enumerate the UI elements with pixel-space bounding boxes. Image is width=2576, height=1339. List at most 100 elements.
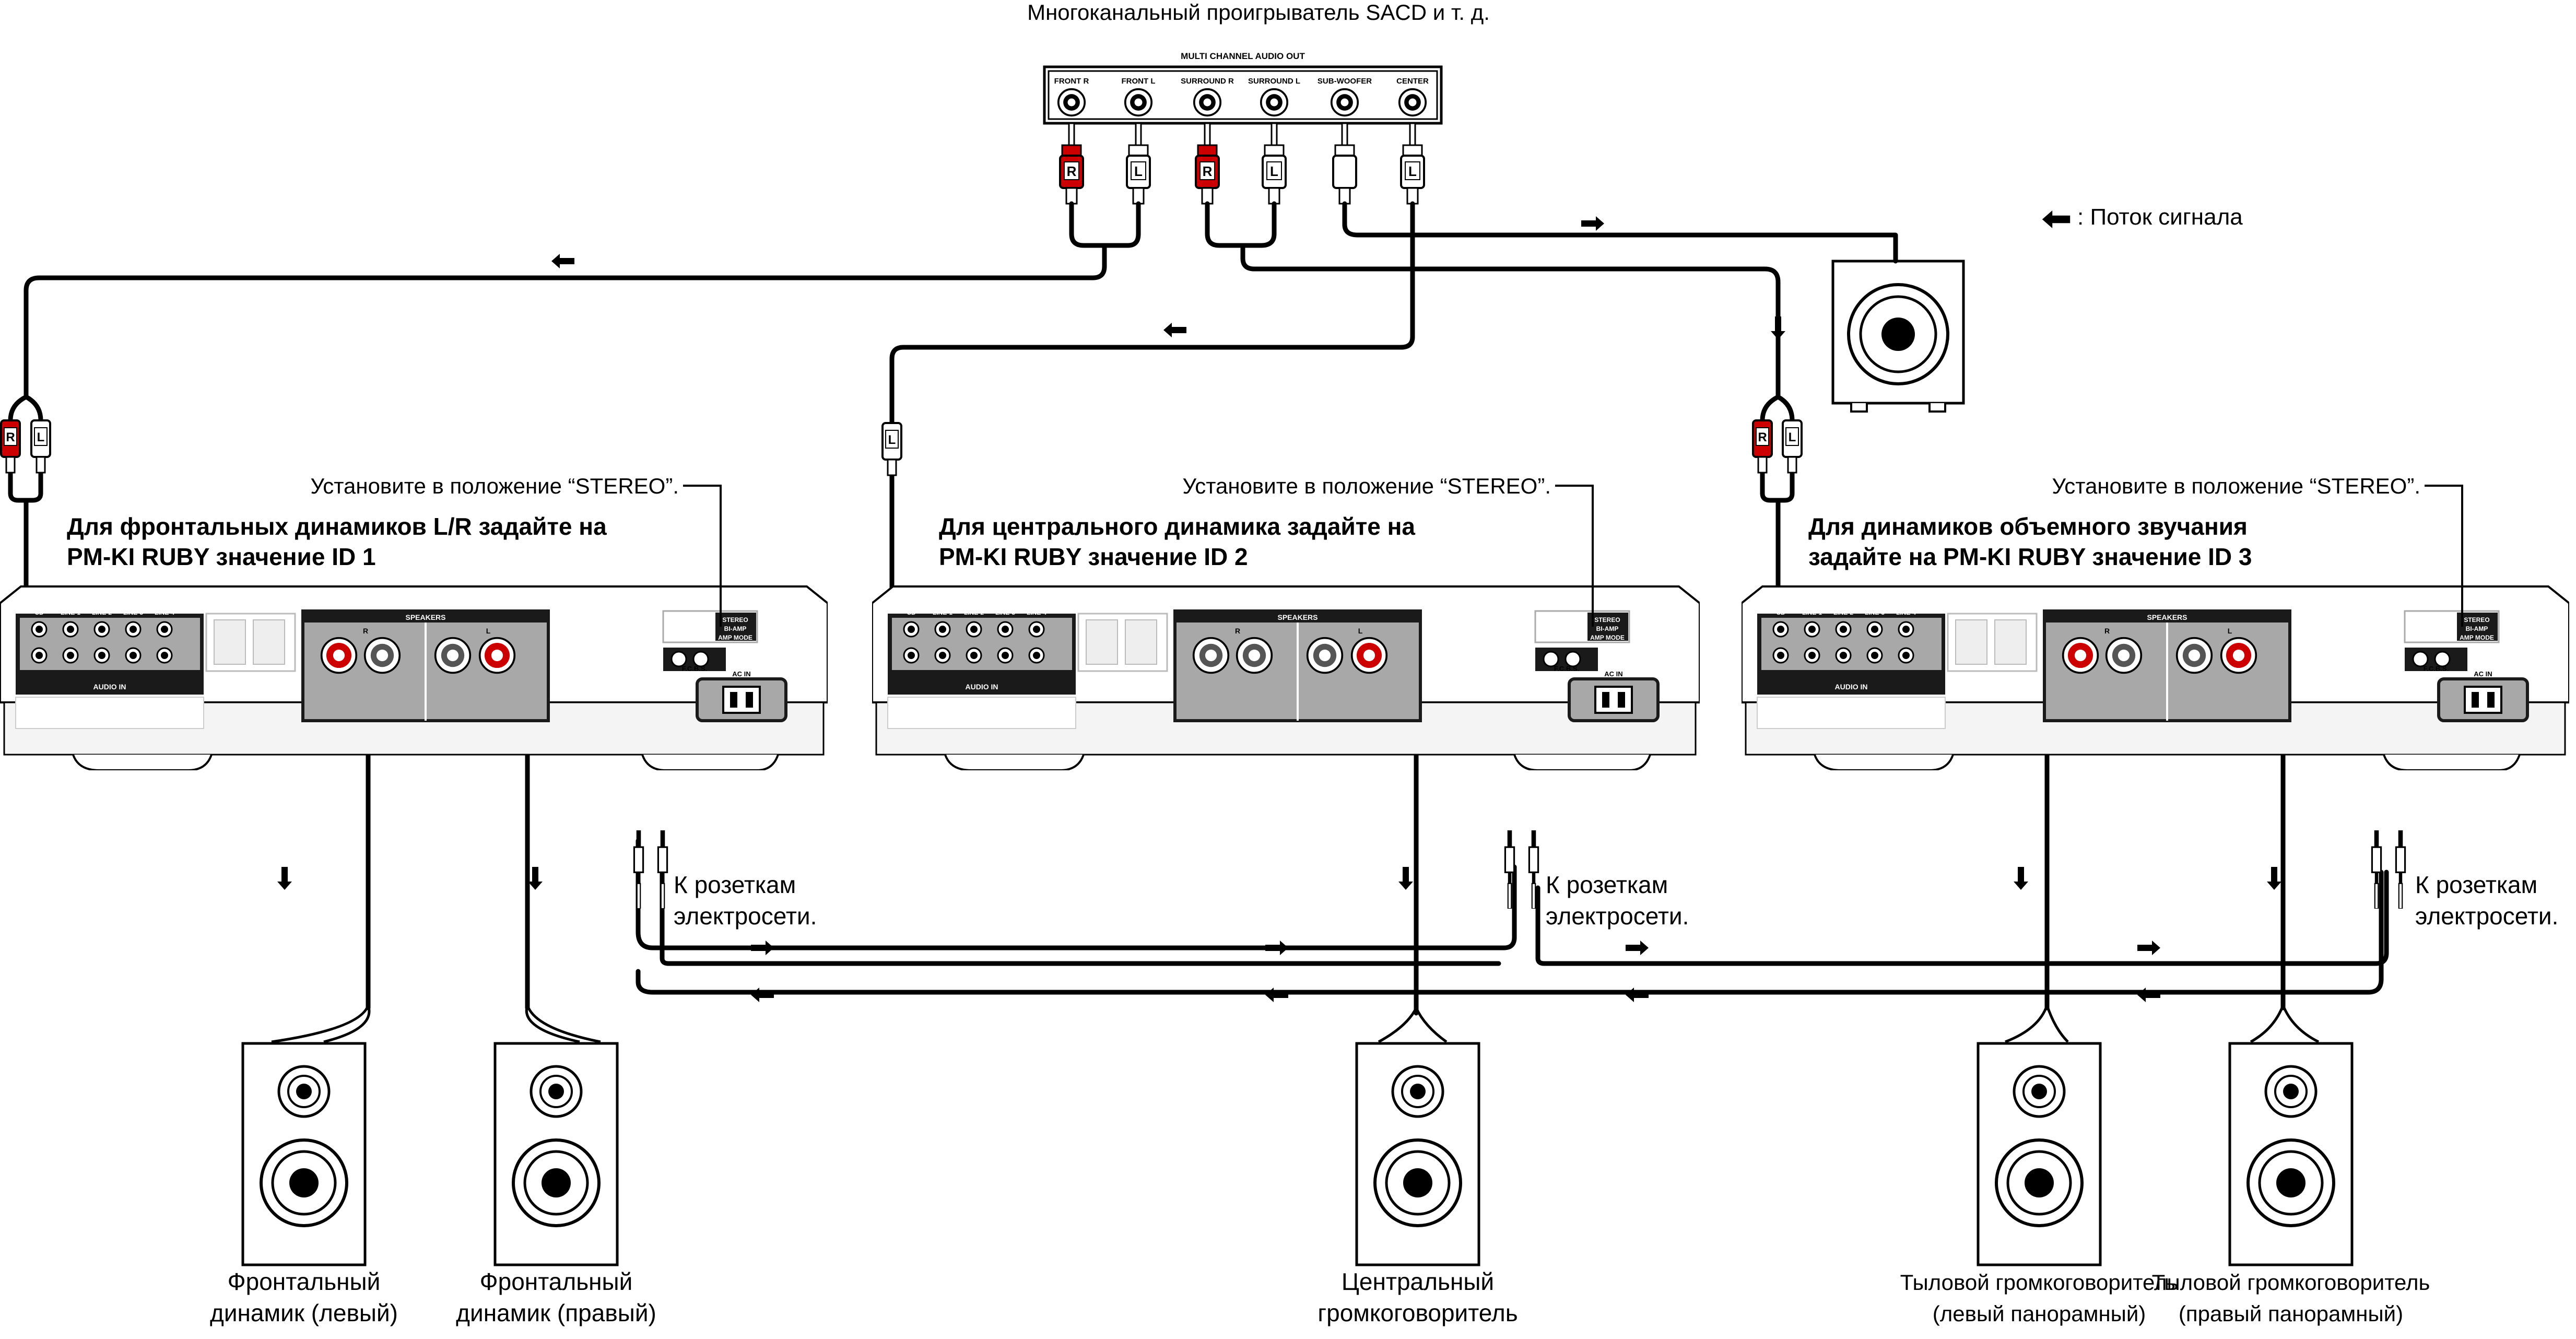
rca-plug-icon: L xyxy=(1126,122,1151,205)
line3-label: LINE-3 xyxy=(1865,609,1885,616)
speaker-label-line1: Фронтальный xyxy=(480,1268,633,1295)
rca-jack-icon xyxy=(1330,88,1359,117)
plug-letter: L xyxy=(1789,430,1796,444)
rca-plug-icon: R xyxy=(1195,122,1220,205)
speaker-label-line2: динамик (левый) xyxy=(210,1299,398,1326)
plug-letter: R xyxy=(1067,163,1077,179)
loudspeaker-icon xyxy=(243,1043,365,1265)
rca-jack-icon xyxy=(1398,88,1427,117)
loudspeaker: Тыловой громкоговоритель(левый панорамны… xyxy=(1900,1043,2179,1326)
speaker-r-label: R xyxy=(2104,627,2110,635)
flow-arrow-icon xyxy=(1626,941,1649,955)
loudspeaker-icon xyxy=(2230,1043,2352,1265)
stereo-note: Установите в положение “STEREO”. xyxy=(2052,474,2420,498)
rca-plug-icon: L xyxy=(1262,122,1287,205)
fcbs-label: F.C.B.S. xyxy=(682,665,707,673)
plug-letter: L xyxy=(37,430,45,444)
amp-id-line1: Для фронтальных динамиков L/R задайте на xyxy=(67,513,607,540)
rca-plug-icon: L xyxy=(881,422,902,476)
rca-plug-icon: L xyxy=(1400,122,1425,205)
flow-arrow-icon xyxy=(528,867,543,890)
amp-notes: Установите в положение “STEREO”. Для фрон… xyxy=(67,474,2463,627)
amp-id-line2: PM-KI RUBY значение ID 2 xyxy=(939,543,1248,570)
plug-letter: R xyxy=(6,430,15,444)
bi-amp-label: BI-AMP xyxy=(1596,625,1619,632)
rca-jack-icon xyxy=(1124,88,1153,117)
flow-arrow-icon xyxy=(1163,323,1186,337)
line1-label: LINE-1 xyxy=(1802,609,1822,616)
flow-arrow-icon xyxy=(277,867,292,890)
flow-arrow-icon xyxy=(1771,316,1785,339)
stereo-label: STEREO xyxy=(722,616,748,624)
cd-label: CD xyxy=(907,609,916,616)
power-label-line1: К розеткам xyxy=(674,871,796,898)
amp-id-line1: Для динамиков объемного звучания xyxy=(1808,513,2248,540)
source-title: Многоканальный проигрыватель SACD и т. д… xyxy=(1027,0,1490,25)
rca-plug-icon: L xyxy=(30,419,51,474)
speaker-label-line1: Тыловой громкоговоритель xyxy=(2152,1270,2430,1295)
amp-mode-label: AMP MODE xyxy=(718,634,752,641)
speaker-l-label: L xyxy=(486,627,491,635)
source-panel-title: MULTI CHANNEL AUDIO OUT xyxy=(1181,51,1305,61)
rca-plug-icon xyxy=(1332,122,1357,205)
line1-label: LINE-1 xyxy=(61,609,80,616)
flow-arrow-icon xyxy=(1398,867,1413,890)
line1-label: LINE-1 xyxy=(933,609,952,616)
source-jack-label: SUB-WOOFER xyxy=(1318,77,1372,86)
speaker-label-line2: динамик (правый) xyxy=(456,1299,656,1326)
amp-id-line2: PM-KI RUBY значение ID 1 xyxy=(67,543,376,570)
speaker-label-line1: Тыловой громкоговоритель xyxy=(1900,1270,2179,1295)
flow-arrow-icon xyxy=(2267,867,2281,890)
fcbs-plugs xyxy=(633,830,2406,909)
source-jack-label: FRONT R xyxy=(1054,77,1089,86)
speaker-r-label: R xyxy=(363,627,368,635)
rca-plug-icon: L xyxy=(1782,419,1803,474)
flow-arrows xyxy=(277,216,2281,1002)
line4-label: LINE-4 xyxy=(1027,609,1046,616)
flow-arrow-icon xyxy=(1265,988,1288,1002)
plug-letter: R xyxy=(1203,163,1213,179)
line3-label: LINE-3 xyxy=(995,609,1015,616)
stereo-label: STEREO xyxy=(1594,616,1620,624)
audio-in-label: AUDIO IN xyxy=(93,683,126,691)
rca-jack-icon xyxy=(1193,88,1222,117)
audio-in-label: AUDIO IN xyxy=(1835,683,1868,691)
flow-arrow-icon xyxy=(1581,216,1604,231)
line4-label: LINE-4 xyxy=(155,609,174,616)
line2-label: LINE-2 xyxy=(92,609,112,616)
flow-arrow-icon xyxy=(551,254,574,268)
cd-label: CD xyxy=(34,609,44,616)
loudspeaker: Фронтальный динамик (правый) xyxy=(456,1043,656,1326)
power-label-line1: К розеткам xyxy=(2415,871,2537,898)
fcbs-label: F.C.B.S. xyxy=(2424,665,2449,673)
audio-in-label: AUDIO IN xyxy=(966,683,998,691)
flow-arrow-icon xyxy=(2137,988,2160,1002)
rca-jack-icon xyxy=(1057,88,1086,117)
stereo-note: Установите в положение “STEREO”. xyxy=(310,474,679,498)
loudspeaker: Тыловой громкоговоритель(правый панорамн… xyxy=(2152,1043,2430,1326)
subwoofer xyxy=(1831,260,1965,413)
speakers-label: SPEAKERS xyxy=(1277,613,1318,621)
ac-in-label: AC IN xyxy=(732,670,750,678)
plug-letter: L xyxy=(1408,163,1417,179)
amp-mode-label: AMP MODE xyxy=(2460,634,2494,641)
speakers-label: SPEAKERS xyxy=(405,613,445,621)
line2-label: LINE-2 xyxy=(964,609,984,616)
loudspeaker-icon xyxy=(1978,1043,2100,1265)
rca-plug-icon: R xyxy=(1059,122,1084,205)
plug-letter: R xyxy=(1758,430,1767,444)
flow-arrow-icon xyxy=(1265,941,1288,955)
rca-plug-icon: R xyxy=(1752,419,1773,474)
speaker-label-line2: громкоговоритель xyxy=(1318,1299,1518,1326)
speaker-r-label: R xyxy=(1235,627,1240,635)
bi-amp-label: BI-AMP xyxy=(2466,625,2488,632)
ac-in-label: AC IN xyxy=(1604,670,1622,678)
amp-id-line2: задайте на PM-KI RUBY значение ID 3 xyxy=(1808,543,2252,570)
flow-arrow-icon xyxy=(751,941,774,955)
